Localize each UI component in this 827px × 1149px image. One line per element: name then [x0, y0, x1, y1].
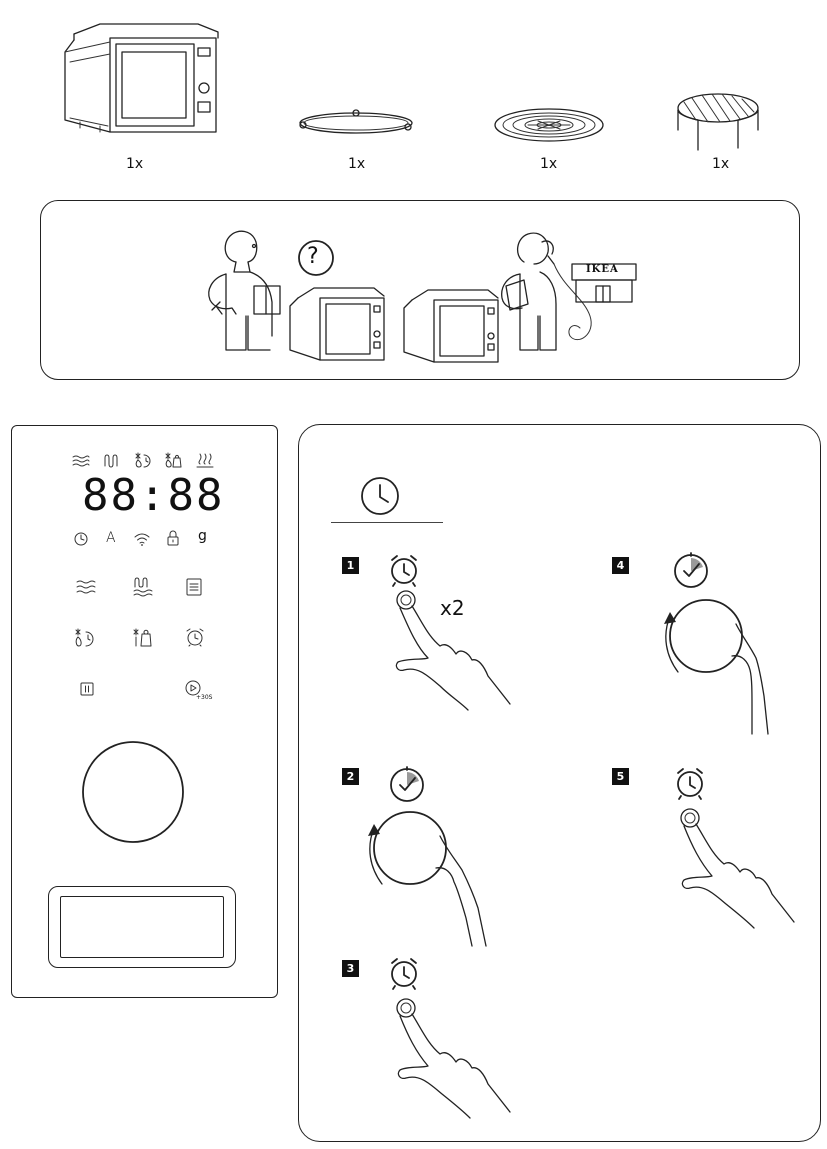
- ikea-store-sign: IKEA: [586, 264, 619, 275]
- display-icon-row-bottom: A g: [72, 528, 222, 548]
- question-bubble: [298, 240, 334, 276]
- part-quantity-glass: 1x: [540, 156, 558, 172]
- gram-icon: g: [198, 528, 207, 544]
- steam-icon: [196, 453, 214, 468]
- menu-button[interactable]: [186, 578, 202, 596]
- step-4-knob-turn: [664, 599, 769, 735]
- part-quantity-oven: 1x: [126, 156, 144, 172]
- start-button[interactable]: [185, 680, 203, 698]
- time-display: 88:88: [82, 470, 225, 521]
- step-1-press-count: x2: [440, 596, 465, 620]
- step-3-badge: 3: [342, 960, 359, 977]
- part-quantity-ring: 1x: [348, 156, 366, 172]
- auto-icon: A: [106, 530, 116, 546]
- oven-illustration-a: [289, 287, 385, 361]
- help-panel: [40, 200, 800, 380]
- step-3-finger-press: [396, 998, 511, 1119]
- grill-rack-illustration: [677, 93, 759, 151]
- timer-button[interactable]: [184, 627, 206, 647]
- wifi-icon: [134, 533, 150, 546]
- door-release-button[interactable]: [48, 886, 236, 968]
- clock-header-icon: [361, 477, 399, 515]
- door-release-inner: [60, 896, 224, 958]
- step-4-badge: 4: [612, 557, 629, 574]
- confused-person-illustration: [208, 230, 281, 351]
- pause-button[interactable]: [80, 682, 94, 696]
- defrost-weight-button[interactable]: [132, 628, 154, 648]
- step-1-alarm-icon: [391, 555, 417, 587]
- part-quantity-rack: 1x: [712, 156, 730, 172]
- defrost-time-button[interactable]: [74, 628, 96, 648]
- step-5-alarm-icon: [677, 768, 703, 800]
- phone-person-illustration: [501, 232, 592, 351]
- microwave-icon: [72, 455, 90, 467]
- header-divider: [331, 522, 443, 523]
- step-2-timer-icon: [390, 766, 424, 802]
- step-2-badge: 2: [342, 768, 359, 785]
- display-icon-row-top: [70, 452, 220, 472]
- lock-icon: [167, 530, 179, 546]
- control-knob[interactable]: [81, 740, 185, 844]
- question-mark: ?: [307, 244, 319, 269]
- ikea-store-illustration: [571, 263, 637, 303]
- step-1-badge: 1: [342, 557, 359, 574]
- turntable-ring-illustration: [299, 109, 413, 134]
- step-3-alarm-icon: [391, 958, 417, 990]
- step-4-timer-icon: [674, 552, 708, 588]
- step-1-finger-press: [395, 590, 511, 711]
- oven-illustration-b: [403, 289, 499, 363]
- defrost-time-icon: [135, 452, 151, 468]
- clock-icon: [74, 532, 88, 546]
- start-button-sub-label: +30S: [196, 694, 213, 701]
- combi-grill-button[interactable]: [133, 577, 155, 597]
- timer-instructions-panel: [298, 424, 821, 1142]
- step-5-finger-press: [680, 808, 795, 929]
- defrost-weight-icon: [165, 452, 182, 468]
- step-5-badge: 5: [612, 768, 629, 785]
- microwave-illustration: [64, 23, 219, 133]
- microwave-button[interactable]: [76, 578, 98, 596]
- control-panel: [11, 425, 278, 998]
- step-2-knob-turn: [368, 811, 487, 947]
- glass-turntable-illustration: [494, 108, 604, 142]
- grill-icon: [104, 454, 118, 468]
